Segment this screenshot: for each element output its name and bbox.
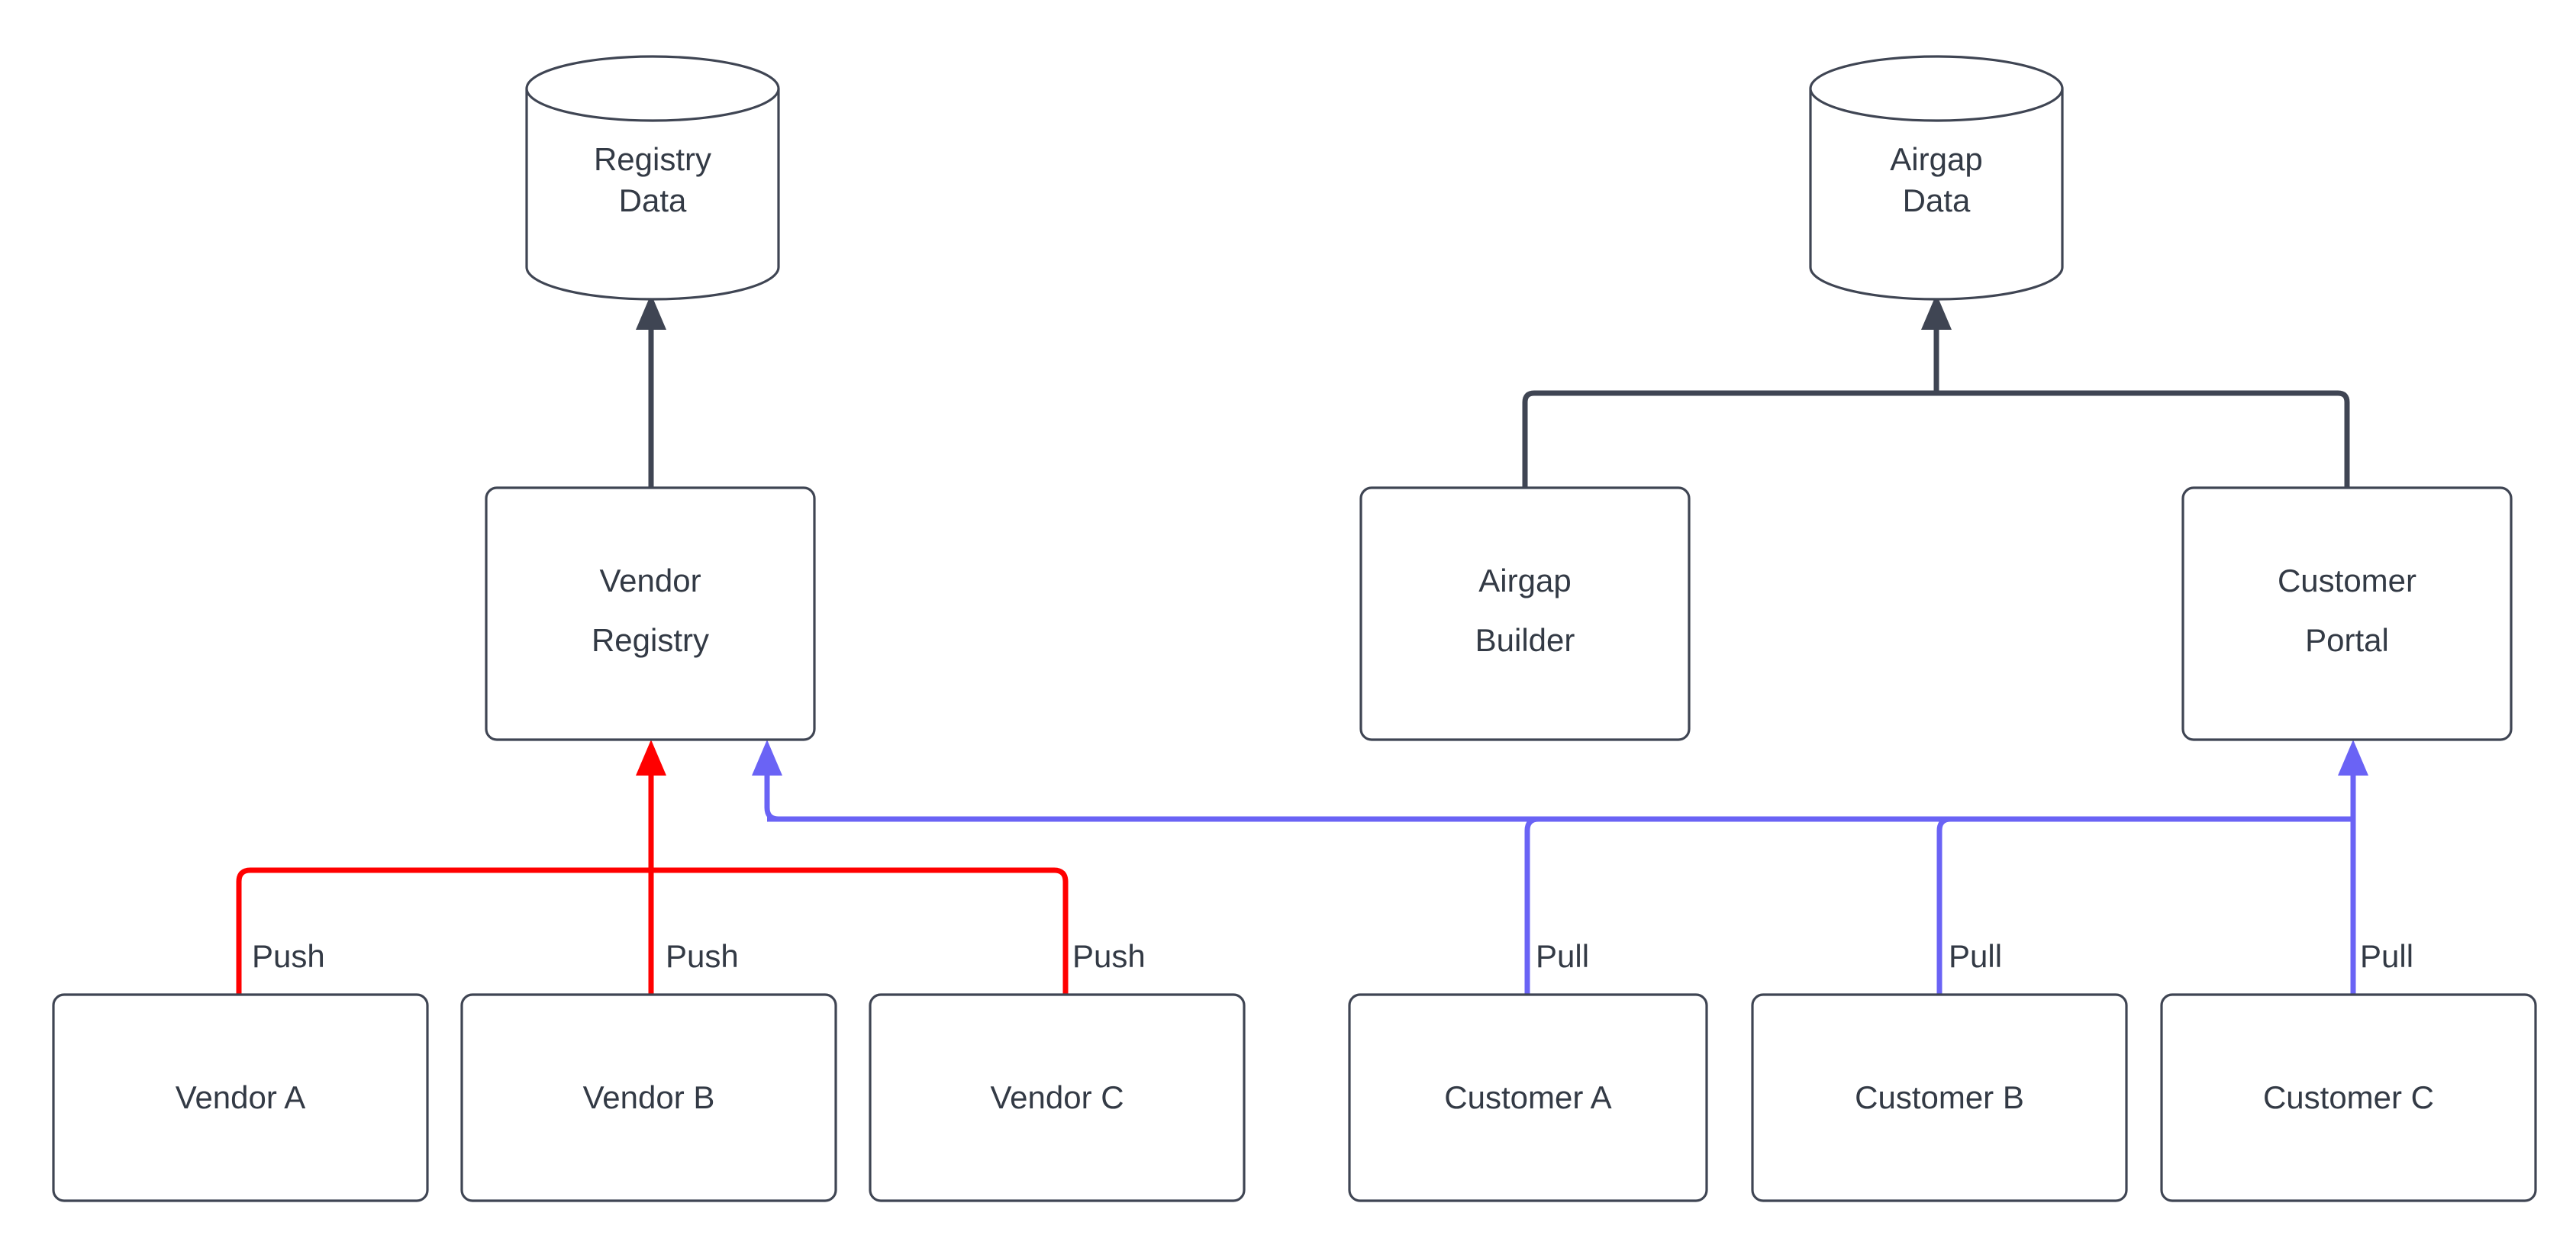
edge-customers-pull-vendor-registry xyxy=(752,740,2353,822)
actor-vendor-b[interactable]: Vendor B xyxy=(460,993,837,1202)
edge-push-riser-to-vendor-registry xyxy=(636,740,666,870)
actor-label: Vendor B xyxy=(583,1079,715,1115)
edge-customer-b-pull xyxy=(1936,816,1952,995)
service-airgap-builder[interactable]: Airgap Builder xyxy=(1359,486,1691,741)
arrowhead-up-icon xyxy=(1921,294,1952,330)
actor-label: Customer C xyxy=(2263,1079,2434,1115)
datastore-label-line2: Data xyxy=(1903,182,1971,218)
node-box xyxy=(52,993,429,1202)
datastore-label-line1: Airgap xyxy=(1890,141,1982,177)
edge-label-push-vendor-a: Push xyxy=(252,938,325,974)
service-label-line1: Airgap xyxy=(1478,563,1571,598)
edge-line xyxy=(1936,390,2350,488)
actor-customer-c[interactable]: Customer C xyxy=(2160,993,2537,1202)
edge-vendor-c-push xyxy=(651,867,1069,995)
actor-label: Customer A xyxy=(1444,1079,1611,1115)
node-box xyxy=(869,993,1246,1202)
arrowhead-up-icon xyxy=(636,294,666,330)
node-box xyxy=(1359,486,1691,741)
node-box xyxy=(2181,486,2513,741)
service-label-line2: Registry xyxy=(592,622,709,658)
actor-vendor-a[interactable]: Vendor A xyxy=(52,993,429,1202)
cylinder-body xyxy=(525,89,780,301)
edge-airgap-data-riser xyxy=(1921,294,1952,393)
edge-airgap-builder-to-airgap-data xyxy=(1522,390,1936,488)
edge-vendor-registry-to-registry-data xyxy=(636,294,666,488)
cylinder-top-icon xyxy=(525,55,780,122)
actor-label: Vendor A xyxy=(176,1079,305,1115)
edge-label-push-vendor-b: Push xyxy=(666,938,739,974)
edge-line xyxy=(764,765,2353,822)
edge-line xyxy=(1524,816,1539,995)
actor-vendor-c[interactable]: Vendor C xyxy=(869,993,1246,1202)
actor-label: Customer B xyxy=(1855,1079,2024,1115)
service-label-line2: Builder xyxy=(1475,622,1575,658)
datastore-label-line2: Data xyxy=(619,182,687,218)
node-box xyxy=(485,486,816,741)
cylinder-body xyxy=(1809,89,2064,301)
arrowhead-up-icon xyxy=(2338,740,2368,776)
service-label-line1: Customer xyxy=(2278,563,2416,598)
node-box xyxy=(460,993,837,1202)
edge-vendor-a-push xyxy=(236,867,651,995)
service-customer-portal[interactable]: Customer Portal xyxy=(2181,486,2513,741)
edge-customer-a-pull xyxy=(1524,816,1539,995)
actor-customer-b[interactable]: Customer B xyxy=(1751,993,2128,1202)
edge-customer-c-pull xyxy=(2338,740,2368,995)
node-box xyxy=(1751,993,2128,1202)
datastore-registry-data[interactable]: Registry Data xyxy=(525,55,780,301)
edge-label-pull-customer-c: Pull xyxy=(2360,938,2413,974)
edge-label-pull-customer-a: Pull xyxy=(1536,938,1589,974)
arrowhead-up-icon xyxy=(752,740,782,776)
service-vendor-registry[interactable]: Vendor Registry xyxy=(485,486,816,741)
edge-line xyxy=(1936,816,1952,995)
edge-label-pull-customer-b: Pull xyxy=(1949,938,2002,974)
datastore-airgap-data[interactable]: Airgap Data xyxy=(1809,55,2064,301)
arrowhead-up-icon xyxy=(636,740,666,776)
datastore-label-line1: Registry xyxy=(594,141,711,177)
edge-line xyxy=(651,867,1069,995)
service-label-line2: Portal xyxy=(2305,622,2389,658)
edge-customer-portal-to-airgap-data xyxy=(1936,390,2350,488)
node-box xyxy=(2160,993,2537,1202)
cylinder-top-icon xyxy=(1809,55,2064,122)
actor-customer-a[interactable]: Customer A xyxy=(1348,993,1708,1202)
edge-label-push-vendor-c: Push xyxy=(1072,938,1146,974)
node-box xyxy=(1348,993,1708,1202)
service-label-line1: Vendor xyxy=(599,563,701,598)
edge-line xyxy=(1522,390,1936,488)
actor-label: Vendor C xyxy=(990,1079,1124,1115)
edge-line xyxy=(236,867,651,995)
